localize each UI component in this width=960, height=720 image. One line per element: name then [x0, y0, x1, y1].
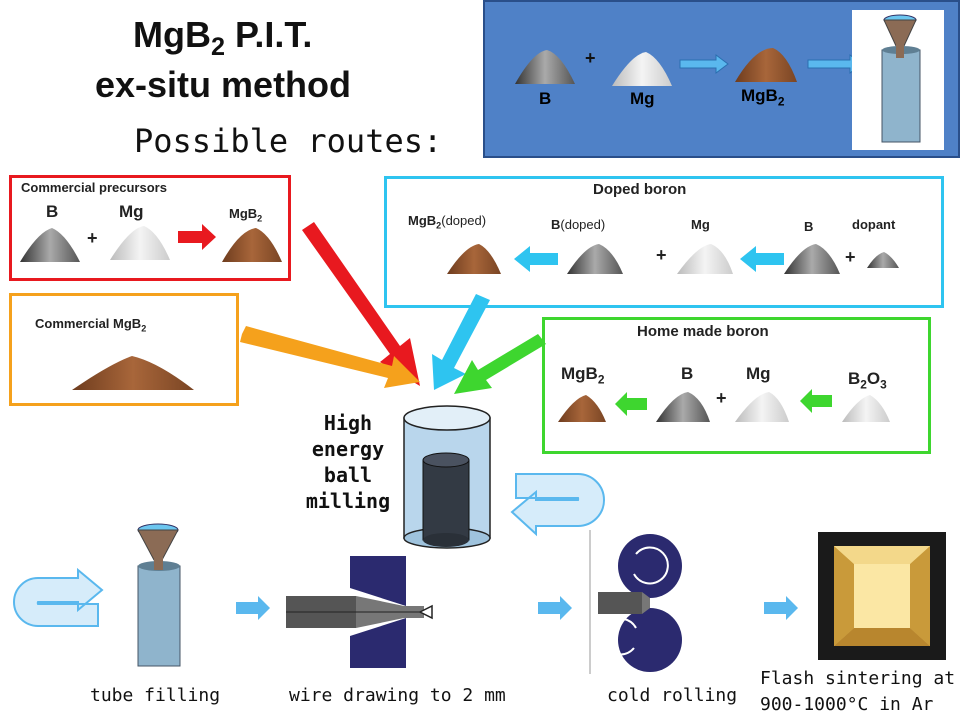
milling-label: High energy ball milling [300, 410, 396, 514]
wire-drawing-icon [280, 556, 538, 668]
hb-mgb2-label: MgB2 [561, 364, 605, 387]
cold-rolling-label: cold rolling [607, 685, 738, 706]
cp-plus: + [87, 228, 98, 248]
furnace-icon [818, 532, 946, 660]
route-doped-boron [384, 176, 944, 308]
milling-line-1: High [323, 411, 373, 435]
inset-plus: + [585, 48, 596, 68]
inset-tube-icon [881, 14, 921, 143]
possible-routes-heading: Possible routes: [134, 122, 443, 160]
hb-b2o3-heap [842, 395, 890, 422]
milling-line-2: energy [311, 437, 385, 461]
wire-drawing-label: wire drawing to 2 mm [289, 685, 506, 706]
cp-mgb2-heap [222, 228, 282, 262]
doped-boron-title: Doped boron [593, 181, 687, 198]
hb-green-arrow-2 [800, 389, 832, 413]
inset-arrow-1 [679, 54, 729, 74]
cp-mg-heap [110, 226, 170, 260]
red-arrow-to-mill [302, 222, 420, 386]
sintering-line-2: 900-1000°C in Ar [760, 694, 934, 715]
db-mgb2-doped-label: MgB2(doped) [408, 213, 487, 231]
db-plus-1: + [656, 245, 667, 265]
inset-mgb2-label: MgB2 [741, 86, 785, 109]
hb-green-arrow-1 [615, 392, 647, 416]
orange-arrow-to-mill [240, 326, 420, 388]
hb-mgb2-heap [558, 395, 606, 422]
page-title: MgB2 P.I.T. [133, 14, 313, 62]
commercial-mgb2-heap [72, 356, 194, 390]
db-cyan-arrow-1 [514, 246, 558, 272]
milling-line-3: ball [323, 463, 373, 487]
db-b-doped-heap [567, 244, 623, 274]
uturn-arrow-right [510, 473, 605, 537]
home-made-boron-title: Home made boron [637, 323, 769, 340]
tube-filling-label: tube filling [90, 685, 221, 706]
page-subtitle-method: ex-situ method [95, 64, 352, 105]
inset-mg-label: Mg [630, 89, 655, 108]
db-cyan-arrow-2 [740, 246, 784, 272]
inset-b-heap [515, 50, 575, 84]
green-arrow-to-mill [454, 334, 546, 394]
hb-b2o3-label: B2O3 [848, 369, 887, 392]
inset-mgb2-heap [735, 48, 797, 82]
uturn-arrow-left [13, 567, 104, 627]
db-mgb2-heap [447, 244, 501, 274]
tube-filling-icon [137, 523, 181, 667]
db-plus-2: + [845, 247, 856, 267]
cp-mg-label: Mg [119, 202, 144, 221]
arrow-to-furnace [764, 596, 798, 620]
arrow-to-rolling [538, 596, 572, 620]
cp-b-heap [20, 228, 80, 262]
milling-line-4: milling [305, 489, 391, 513]
cp-b-label: B [46, 202, 59, 221]
db-mg-label: Mg [691, 217, 710, 232]
db-b-heap [784, 244, 840, 274]
db-dopant-heap [867, 252, 899, 268]
milling-jar-icon [403, 405, 491, 549]
hb-mg-label: Mg [746, 364, 771, 383]
cp-mgb2-label: MgB2 [229, 206, 263, 224]
sintering-label: Flash sintering at 900-1000°C in Ar [760, 666, 955, 718]
cp-red-arrow [178, 224, 216, 250]
sintering-line-1: Flash sintering at [760, 668, 956, 689]
hb-plus: + [716, 388, 727, 408]
db-dopant-label: dopant [852, 217, 896, 232]
arrow-to-drawing [236, 596, 270, 620]
cold-rolling-icon [588, 528, 738, 674]
db-mg-heap [677, 244, 733, 274]
db-b-doped-label: B(doped) [551, 217, 606, 232]
inset-mg-heap [612, 52, 672, 86]
commercial-precursors-title: Commercial precursors [21, 180, 167, 195]
route-commercial-mgb2 [9, 293, 239, 406]
db-b-label: B [804, 219, 814, 234]
route-home-made-boron [542, 317, 931, 454]
cyan-arrow-to-mill [432, 294, 490, 390]
inset-b-label: B [539, 89, 552, 108]
hb-b-heap [656, 392, 710, 422]
route-commercial-precursors [9, 175, 291, 281]
hb-b-label: B [681, 364, 694, 383]
hb-mg-heap [735, 392, 789, 422]
commercial-mgb2-title: Commercial MgB2 [35, 316, 147, 334]
